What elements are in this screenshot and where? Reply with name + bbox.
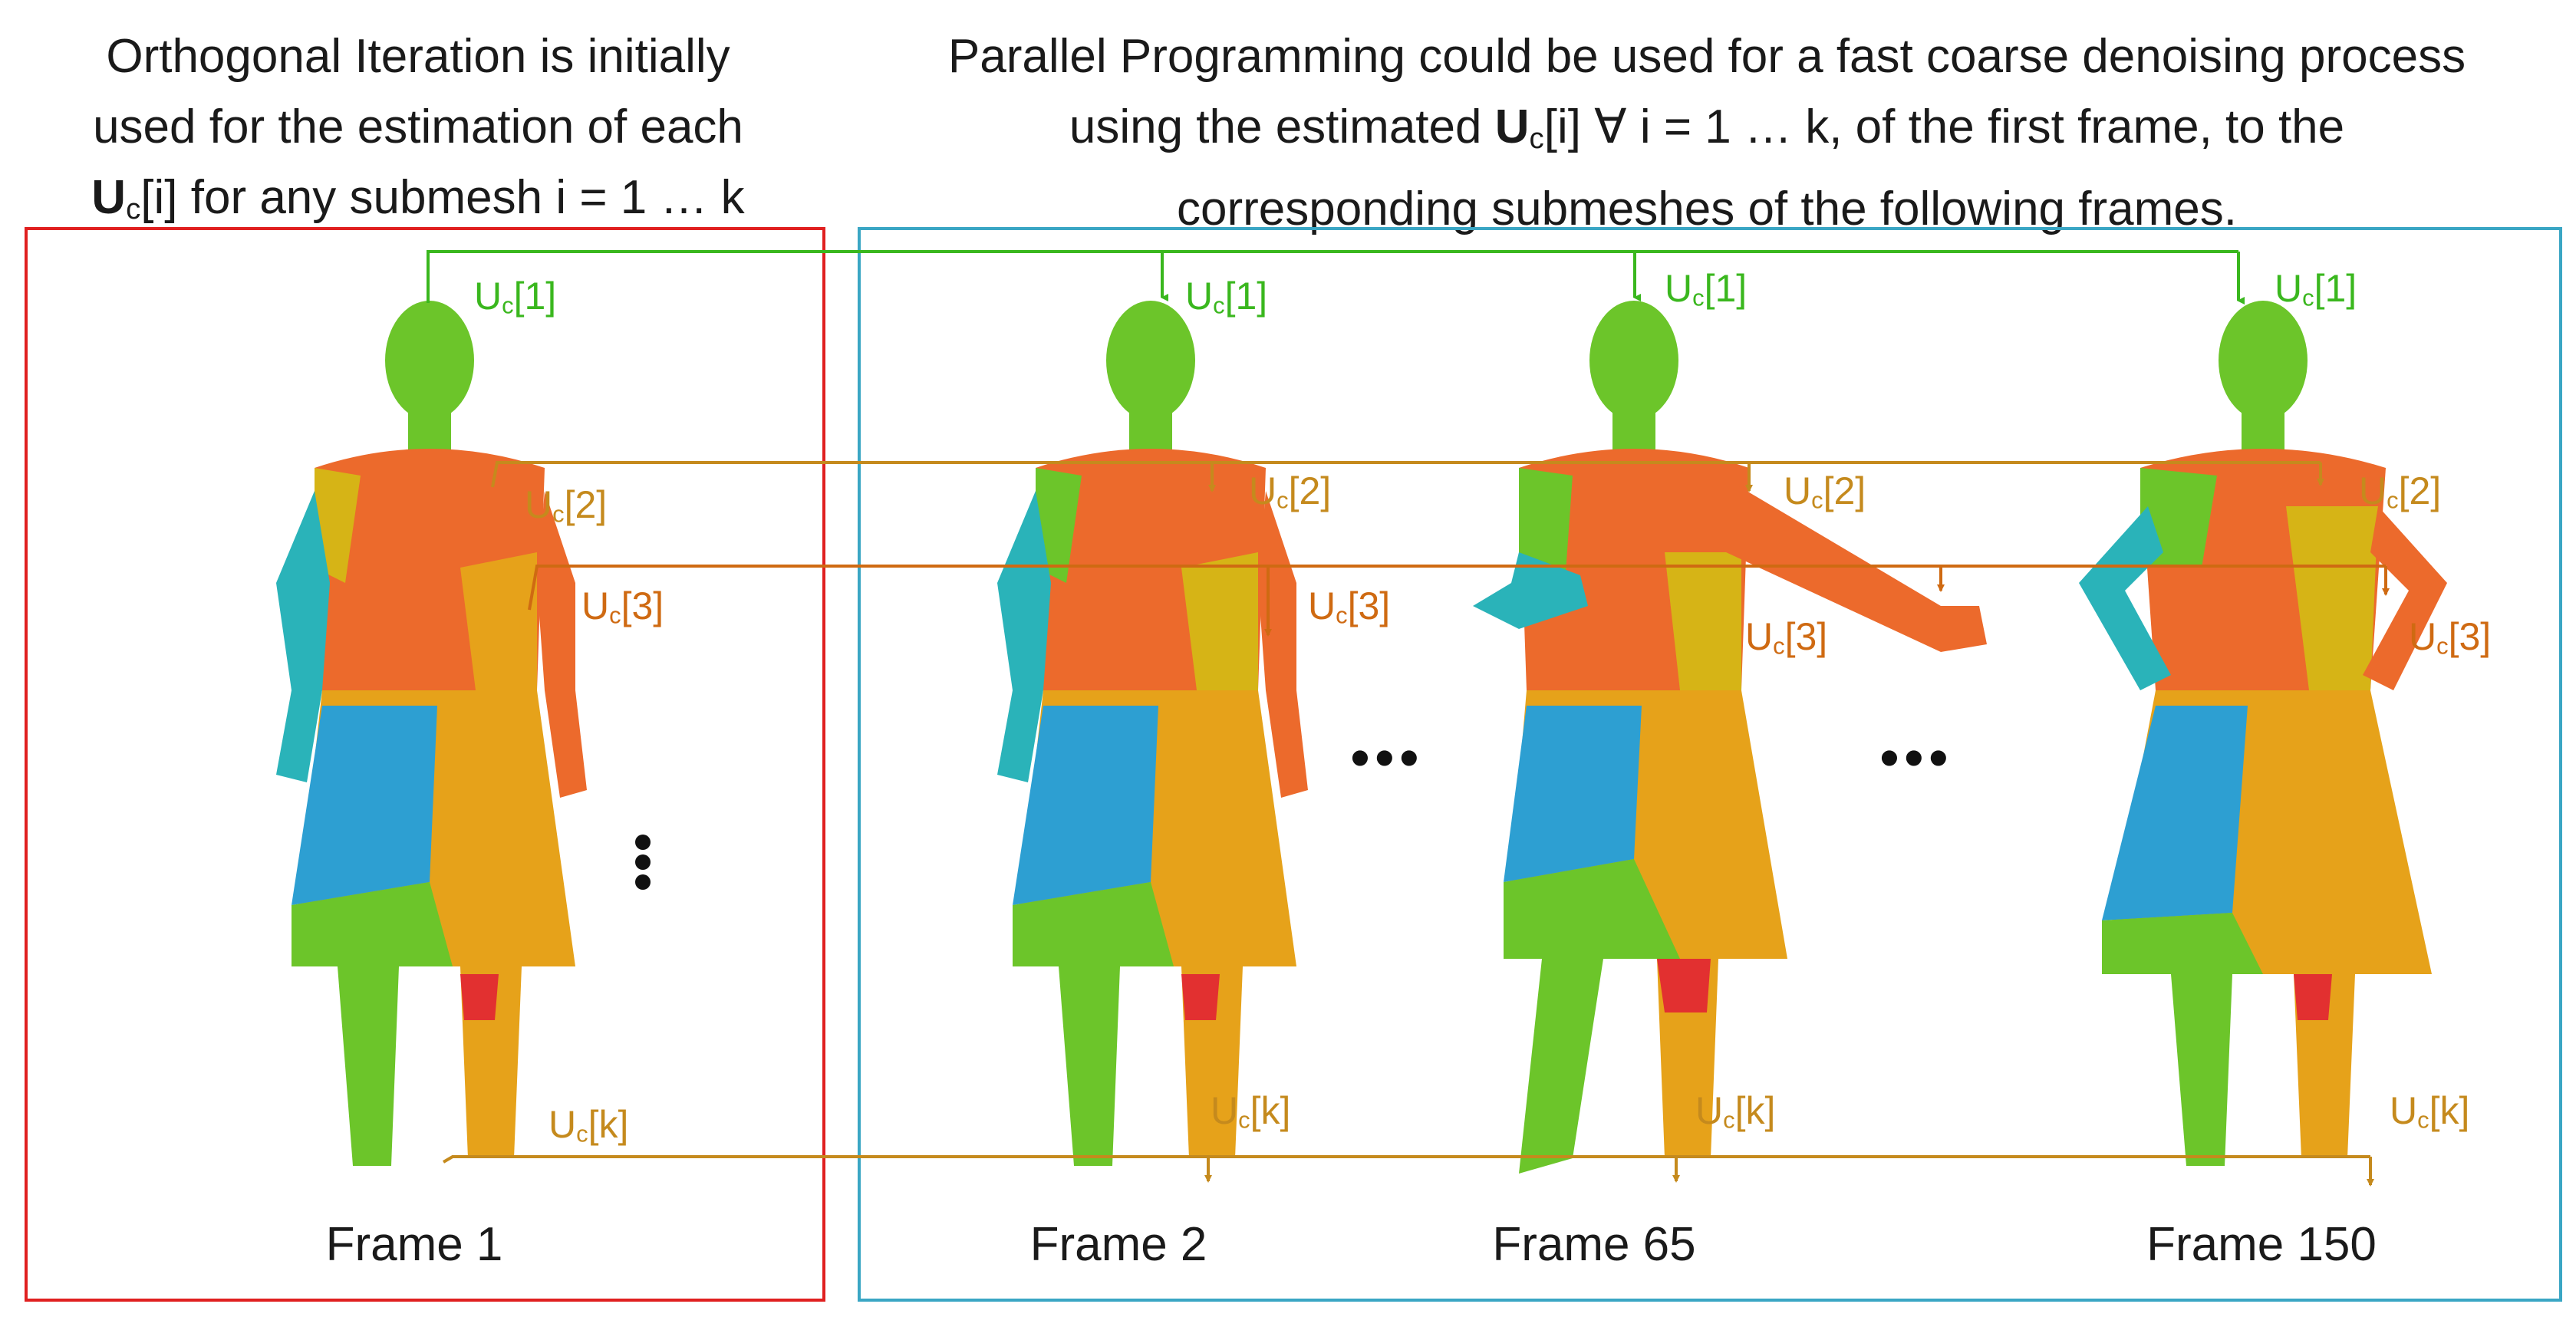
label-index: [3] — [1784, 615, 1828, 658]
label-index: [3] — [621, 584, 664, 627]
connector-uc2 — [491, 461, 2324, 492]
left-caption-line2: used for the estimation of each — [93, 100, 743, 153]
label-u: U — [1745, 615, 1774, 658]
right-caption: Parallel Programming could be used for a… — [852, 21, 2562, 245]
label-index: [2] — [1823, 469, 1866, 512]
label-sub: c — [1276, 486, 1289, 514]
label-index: [1] — [513, 275, 557, 318]
label-index: [k] — [2429, 1089, 2470, 1132]
right-caption-line2-pre: using the estimated — [1069, 100, 1495, 153]
label-u: U — [474, 275, 502, 318]
connector-uc3 — [528, 565, 2390, 637]
ellipsis-between-frames-2-65: ••• — [1350, 726, 1424, 789]
subscript-c: c — [126, 192, 141, 226]
label-u: U — [1249, 469, 1277, 512]
frame-label-65: Frame 65 — [1492, 1218, 1696, 1271]
label-u: U — [581, 584, 610, 627]
label-uc3-frame65: Uc[3] — [1745, 615, 1827, 668]
label-sub: c — [2436, 632, 2449, 660]
label-u: U — [1211, 1089, 1239, 1132]
subscript-c: c — [1529, 121, 1544, 155]
label-sub: c — [1336, 601, 1348, 629]
figure-frame-150 — [2079, 301, 2447, 1166]
label-sub: c — [1811, 486, 1823, 514]
label-uck-frame1: Uc[k] — [548, 1103, 628, 1156]
label-sub: c — [1238, 1106, 1250, 1134]
right-caption-line1: Parallel Programming could be used for a… — [947, 30, 2466, 83]
label-uck-frame65: Uc[k] — [1695, 1089, 1775, 1142]
label-index: [k] — [1734, 1089, 1776, 1132]
left-box — [25, 227, 825, 1302]
label-sub: c — [1213, 291, 1225, 319]
label-u: U — [525, 483, 553, 526]
label-index: [1] — [1224, 275, 1268, 318]
right-caption-line3: corresponding submeshes of the following… — [1177, 182, 2237, 235]
label-u: U — [2275, 267, 2303, 310]
label-u: U — [1308, 584, 1336, 627]
label-uck-frame2: Uc[k] — [1211, 1089, 1290, 1142]
label-uck-frame150: Uc[k] — [2390, 1089, 2469, 1142]
connector-uck — [442, 1155, 2374, 1187]
vertical-ellipsis — [635, 835, 651, 890]
label-uc2-frame2: Uc[2] — [1249, 469, 1331, 522]
label-u: U — [548, 1103, 577, 1146]
label-uc2-frame1: Uc[2] — [525, 483, 607, 536]
label-uc3-frame2: Uc[3] — [1308, 584, 1390, 637]
right-box — [858, 227, 2562, 1302]
bold-u: U — [91, 171, 127, 224]
label-sub: c — [1773, 632, 1785, 660]
right-caption-line2: using the estimated Uc[i] ∀ i = 1 … k, o… — [852, 92, 2562, 174]
label-uc2-frame150: Uc[2] — [2359, 469, 2441, 522]
label-index: [k] — [1250, 1089, 1291, 1132]
label-sub: c — [609, 601, 621, 629]
frame-label-150: Frame 150 — [2146, 1218, 2377, 1271]
frame-label-1: Frame 1 — [325, 1218, 503, 1271]
label-u: U — [2359, 469, 2387, 512]
label-index: [2] — [2398, 469, 2442, 512]
label-index: [1] — [2314, 267, 2357, 310]
label-sub: c — [576, 1120, 588, 1147]
label-uc3-frame150: Uc[3] — [2409, 615, 2491, 668]
label-u: U — [1784, 469, 1812, 512]
label-index: [2] — [1288, 469, 1332, 512]
ellipsis-between-frames-65-150: ••• — [1879, 726, 1953, 789]
label-u: U — [2409, 615, 2437, 658]
left-caption-line1: Orthogonal Iteration is initially — [106, 30, 730, 83]
bold-u: U — [1494, 100, 1530, 153]
right-caption-line2-rest: [i] ∀ i = 1 … k, of the first frame, to … — [1543, 100, 2345, 153]
figure-frame-65 — [1473, 301, 1987, 1174]
label-sub: c — [2417, 1106, 2429, 1134]
label-u: U — [1185, 275, 1214, 318]
left-caption-line3-text: [i] for any submesh i = 1 … k — [140, 171, 745, 224]
label-index: [k] — [588, 1103, 629, 1146]
label-index: [2] — [564, 483, 608, 526]
connector-uc1 — [427, 250, 2245, 305]
label-uc2-frame65: Uc[2] — [1784, 469, 1866, 522]
label-sub: c — [502, 291, 514, 319]
left-caption: Orthogonal Iteration is initially used f… — [23, 21, 813, 245]
label-u: U — [2390, 1089, 2418, 1132]
figure-frame-1 — [276, 301, 587, 1166]
label-sub: c — [2302, 284, 2314, 311]
label-uc1-frame150: Uc[1] — [2275, 267, 2357, 320]
label-u: U — [1695, 1089, 1724, 1132]
label-index: [3] — [2448, 615, 2492, 658]
label-uc1-frame1: Uc[1] — [474, 275, 556, 328]
label-uc1-frame2: Uc[1] — [1185, 275, 1267, 328]
figure-frame-2 — [997, 301, 1308, 1166]
label-u: U — [1665, 267, 1693, 310]
frame-label-2: Frame 2 — [1029, 1218, 1207, 1271]
label-sub: c — [2387, 486, 2399, 514]
label-uc3-frame1: Uc[3] — [581, 584, 664, 637]
label-index: [3] — [1347, 584, 1391, 627]
label-index: [1] — [1704, 267, 1748, 310]
label-sub: c — [552, 500, 565, 528]
label-uc1-frame65: Uc[1] — [1665, 267, 1747, 320]
label-sub: c — [1723, 1106, 1735, 1134]
left-caption-line3: Uc[i] for any submesh i = 1 … k — [23, 163, 813, 245]
label-sub: c — [1692, 284, 1705, 311]
